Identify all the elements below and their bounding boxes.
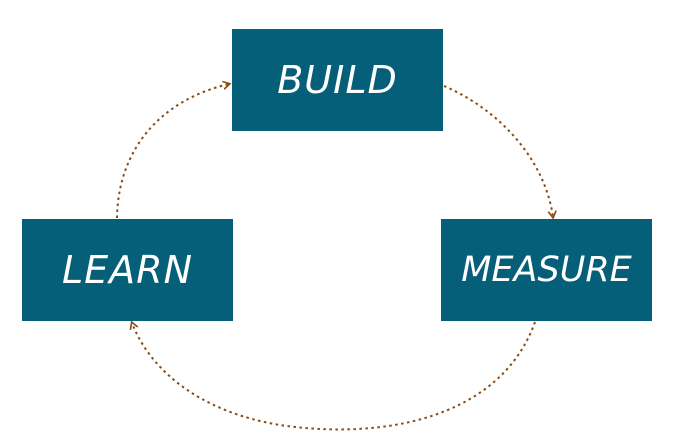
build-label: BUILD: [277, 58, 398, 102]
learn-box: LEARN: [22, 219, 233, 321]
build-box: BUILD: [232, 29, 443, 131]
arrow-build-to-measure: [443, 85, 553, 217]
measure-box: MEASURE: [441, 219, 652, 321]
arrow-learn-to-build: [116, 84, 229, 219]
arrow-measure-to-learn: [132, 322, 536, 431]
measure-label: MEASURE: [461, 250, 632, 290]
learn-label: LEARN: [61, 248, 193, 292]
